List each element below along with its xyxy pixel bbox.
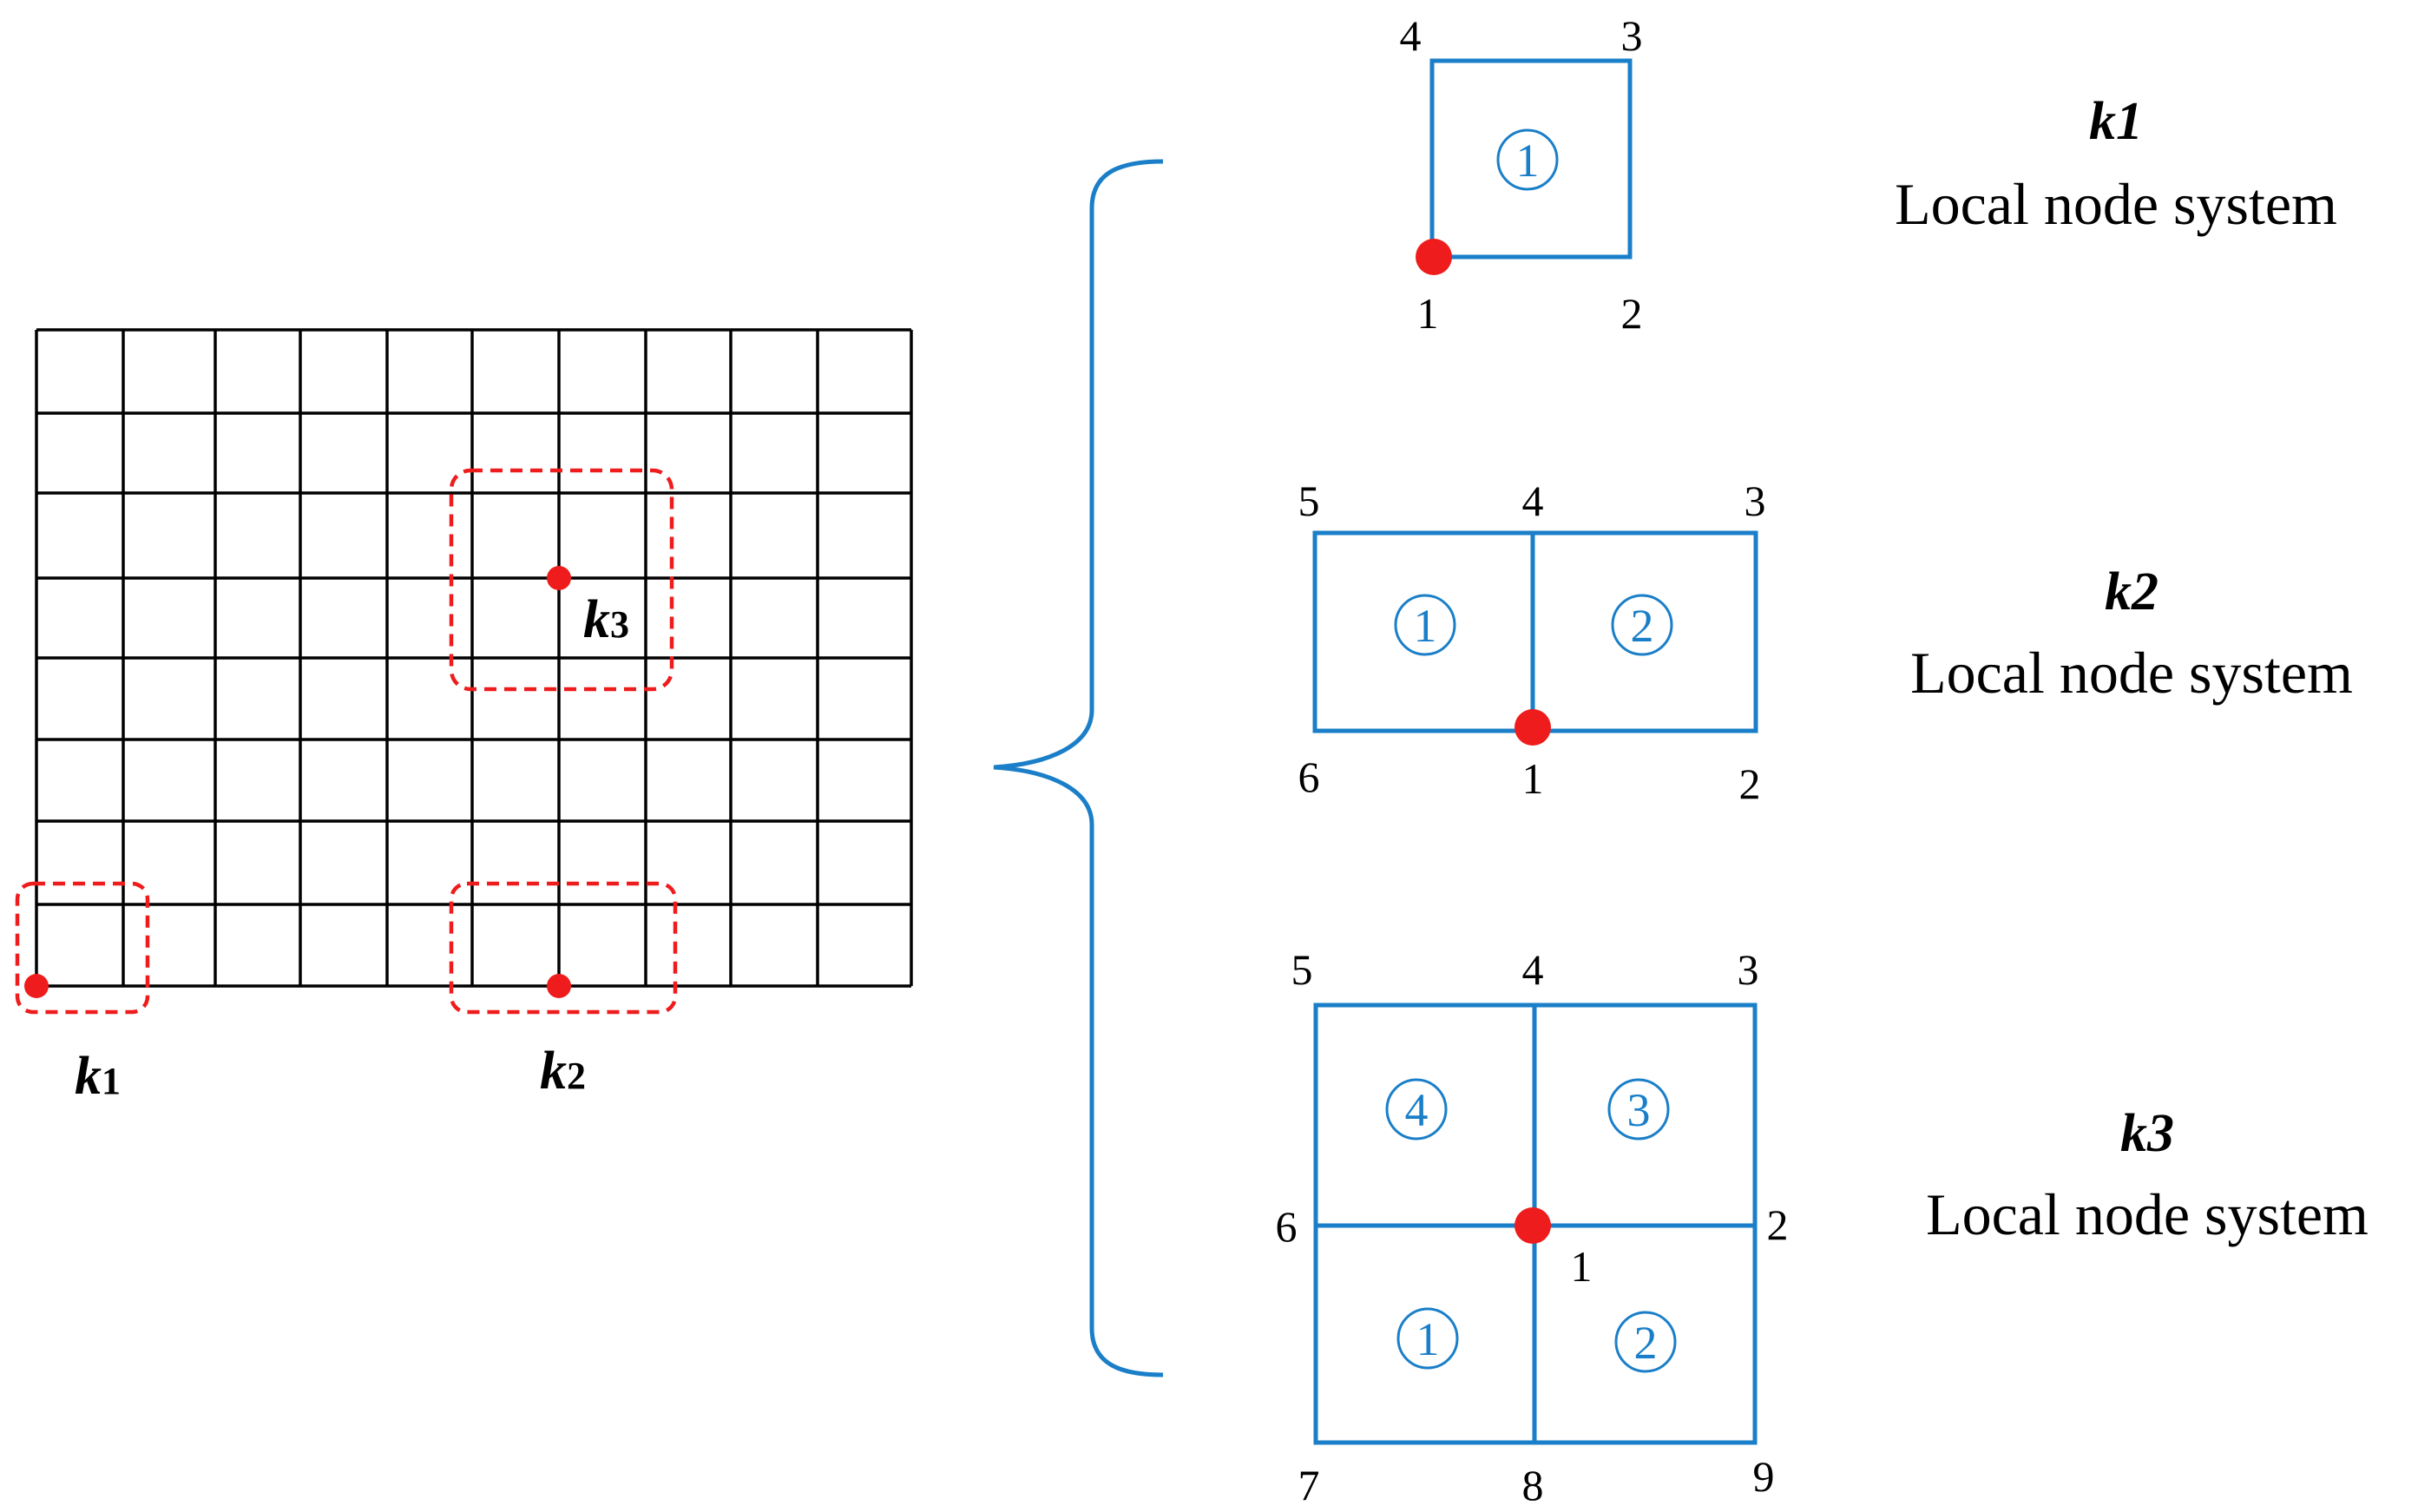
k3-node-8: 8 — [1522, 1461, 1544, 1509]
k1-node-point — [1416, 239, 1452, 275]
k2-node-point — [1515, 709, 1551, 746]
k2-node-3: 3 — [1745, 477, 1766, 525]
k2-node-6: 6 — [1298, 753, 1320, 801]
k2-highlight-box — [449, 881, 678, 1015]
k3-node-7: 7 — [1298, 1461, 1320, 1509]
k1-point — [24, 974, 49, 998]
k2-node-4: 4 — [1522, 477, 1544, 525]
k2-element-2: 2 — [1611, 594, 1673, 656]
mesh-label-k3: k3 — [583, 590, 629, 649]
svg-text:2: 2 — [1631, 600, 1654, 652]
k3-system: 1 2 3 4 1 2 3 4 5 6 7 8 9 k3 Local node … — [1276, 945, 2369, 1509]
k1-element-1: 1 — [1496, 128, 1559, 191]
k3-node-3: 3 — [1738, 945, 1759, 994]
highlight-points — [24, 566, 571, 998]
k3-node-2: 2 — [1767, 1200, 1789, 1249]
k1-caption: Local node system — [1895, 171, 2337, 237]
k2-node-1: 1 — [1522, 754, 1544, 803]
highlight-boxes — [15, 468, 678, 1015]
k1-element-outline — [1429, 58, 1633, 260]
k3-element-2: 2 — [1614, 1311, 1677, 1373]
k3-node-point — [1515, 1207, 1551, 1244]
k3-highlight-box — [449, 468, 674, 692]
k2-node-2: 2 — [1739, 759, 1761, 808]
k2-title: k2 — [2105, 562, 2158, 621]
k1-node-3: 3 — [1621, 11, 1643, 60]
grouping-brace — [993, 159, 1164, 1377]
svg-text:1: 1 — [1416, 1313, 1440, 1365]
mesh-label-k1: k1 — [75, 1047, 121, 1106]
k3-element-3: 3 — [1607, 1078, 1670, 1141]
k1-highlight-box — [15, 881, 150, 1015]
mesh-label-k2: k2 — [540, 1042, 586, 1101]
k3-node-4: 4 — [1522, 945, 1544, 994]
k2-element-outline — [1312, 530, 1758, 733]
svg-text:4: 4 — [1405, 1084, 1429, 1136]
k1-node-4: 4 — [1400, 11, 1422, 60]
k3-node-9: 9 — [1753, 1452, 1775, 1501]
svg-text:1: 1 — [1414, 600, 1437, 652]
k3-node-1: 1 — [1571, 1242, 1593, 1291]
k2-node-5: 5 — [1298, 477, 1320, 525]
k2-caption: Local node system — [1910, 640, 2353, 706]
svg-text:3: 3 — [1627, 1084, 1651, 1136]
svg-text:1: 1 — [1516, 135, 1540, 187]
k3-node-6: 6 — [1276, 1202, 1298, 1251]
k1-system: 1 1 2 3 4 k1 Local node system — [1400, 11, 2337, 338]
k1-node-2: 2 — [1621, 289, 1643, 338]
svg-text:2: 2 — [1634, 1317, 1658, 1369]
k2-system: 1 2 1 2 3 4 5 6 k2 Local node system — [1298, 477, 2353, 808]
k2-point — [547, 974, 571, 998]
k1-title: k1 — [2089, 92, 2143, 151]
k3-point — [547, 566, 571, 590]
k3-caption: Local node system — [1926, 1181, 2369, 1247]
k2-element-1: 1 — [1394, 594, 1456, 656]
k1-node-1: 1 — [1417, 289, 1439, 338]
mesh-grid — [35, 328, 913, 988]
k3-element-1: 1 — [1396, 1307, 1459, 1370]
k3-title: k3 — [2120, 1104, 2174, 1163]
k3-node-5: 5 — [1291, 945, 1313, 994]
k3-element-4: 4 — [1385, 1078, 1448, 1141]
